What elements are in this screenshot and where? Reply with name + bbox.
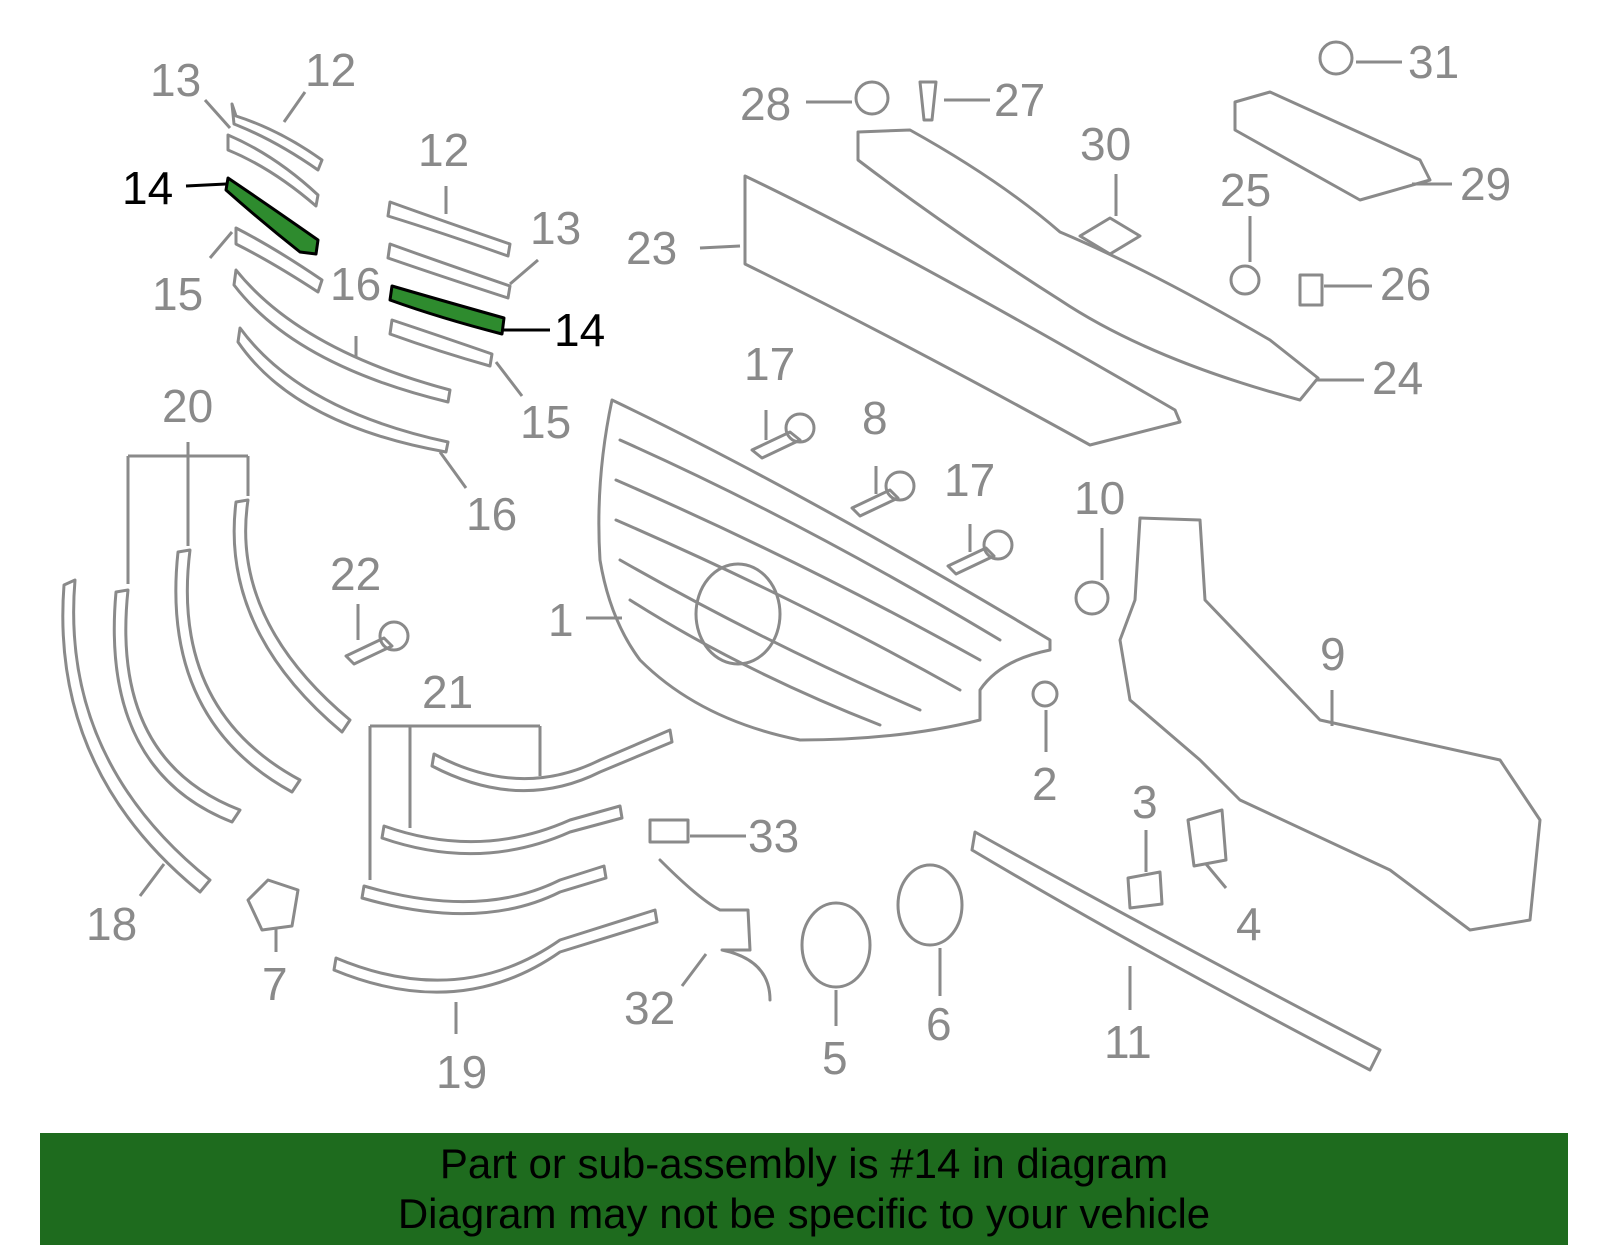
callout-3: 3 bbox=[1132, 776, 1158, 828]
callout-27: 27 bbox=[994, 74, 1045, 126]
banner-line-2: Diagram may not be specific to your vehi… bbox=[397, 1190, 1211, 1237]
strip-11 bbox=[970, 830, 1382, 1072]
left-grille-bars bbox=[224, 102, 452, 454]
callout-23: 23 bbox=[626, 222, 677, 274]
callout-31: 31 bbox=[1408, 36, 1459, 88]
callout-24: 24 bbox=[1372, 352, 1423, 404]
emblem-5 bbox=[800, 901, 872, 989]
callout-11: 11 bbox=[1104, 1016, 1152, 1068]
callout-10: 10 bbox=[1074, 472, 1125, 524]
right-grille-bars bbox=[386, 200, 512, 368]
callout-13b: 13 bbox=[530, 202, 581, 254]
callout-4: 4 bbox=[1236, 898, 1262, 950]
bracket-9 bbox=[1118, 516, 1542, 932]
highlighted-part-14-left[interactable] bbox=[224, 176, 320, 256]
highlighted-part-14-right[interactable] bbox=[388, 284, 506, 336]
callout-30: 30 bbox=[1080, 118, 1131, 170]
callout-14a: 14 bbox=[122, 162, 173, 214]
callout-2: 2 bbox=[1032, 758, 1058, 810]
callout-28: 28 bbox=[740, 78, 791, 130]
callout-8: 8 bbox=[862, 392, 888, 444]
bracket-4 bbox=[1186, 808, 1228, 868]
callout-12a: 12 bbox=[305, 44, 356, 96]
bracket-7 bbox=[246, 878, 300, 932]
callout-29: 29 bbox=[1460, 158, 1511, 210]
callout-25: 25 bbox=[1220, 164, 1271, 216]
callout-9: 9 bbox=[1320, 628, 1346, 680]
callout-labels: 13 12 14 15 16 12 13 14 15 16 20 21 22 1… bbox=[86, 36, 1511, 1098]
callout-15a: 15 bbox=[152, 268, 203, 320]
callout-19: 19 bbox=[436, 1046, 487, 1098]
sensor-33 bbox=[648, 818, 690, 844]
upper-brace-24 bbox=[856, 128, 1320, 402]
callout-26: 26 bbox=[1380, 258, 1431, 310]
bracket-3 bbox=[1126, 870, 1164, 910]
shield-29 bbox=[1233, 90, 1432, 202]
callout-18: 18 bbox=[86, 898, 137, 950]
info-banner: Part or sub-assembly is #14 in diagram D… bbox=[40, 1133, 1568, 1245]
callout-13a: 13 bbox=[150, 54, 201, 106]
callout-20: 20 bbox=[162, 380, 213, 432]
callout-1: 1 bbox=[548, 594, 574, 646]
upper-panel-23 bbox=[743, 174, 1182, 447]
side-strips bbox=[61, 498, 352, 894]
callout-17b: 17 bbox=[944, 454, 995, 506]
callout-21: 21 bbox=[422, 666, 473, 718]
pad-30 bbox=[1078, 216, 1142, 256]
bracket-6 bbox=[896, 863, 964, 947]
grille-assembly bbox=[597, 398, 1052, 742]
callout-33: 33 bbox=[748, 810, 799, 862]
callout-5: 5 bbox=[822, 1032, 848, 1084]
leader-lines bbox=[126, 60, 1452, 1034]
callout-7: 7 bbox=[262, 958, 288, 1010]
callout-16b: 16 bbox=[466, 488, 517, 540]
lower-strips bbox=[332, 728, 674, 994]
harness-32 bbox=[658, 858, 772, 1002]
callout-6: 6 bbox=[926, 998, 952, 1050]
callout-12b: 12 bbox=[418, 124, 469, 176]
callout-22: 22 bbox=[330, 548, 381, 600]
callout-32: 32 bbox=[624, 982, 675, 1034]
callout-15b: 15 bbox=[520, 396, 571, 448]
callout-14b: 14 bbox=[554, 304, 605, 356]
banner-line-1: Part or sub-assembly is #14 in diagram bbox=[439, 1140, 1169, 1187]
callout-17a: 17 bbox=[744, 338, 795, 390]
fasteners bbox=[344, 40, 1354, 708]
callout-16a: 16 bbox=[330, 258, 381, 310]
